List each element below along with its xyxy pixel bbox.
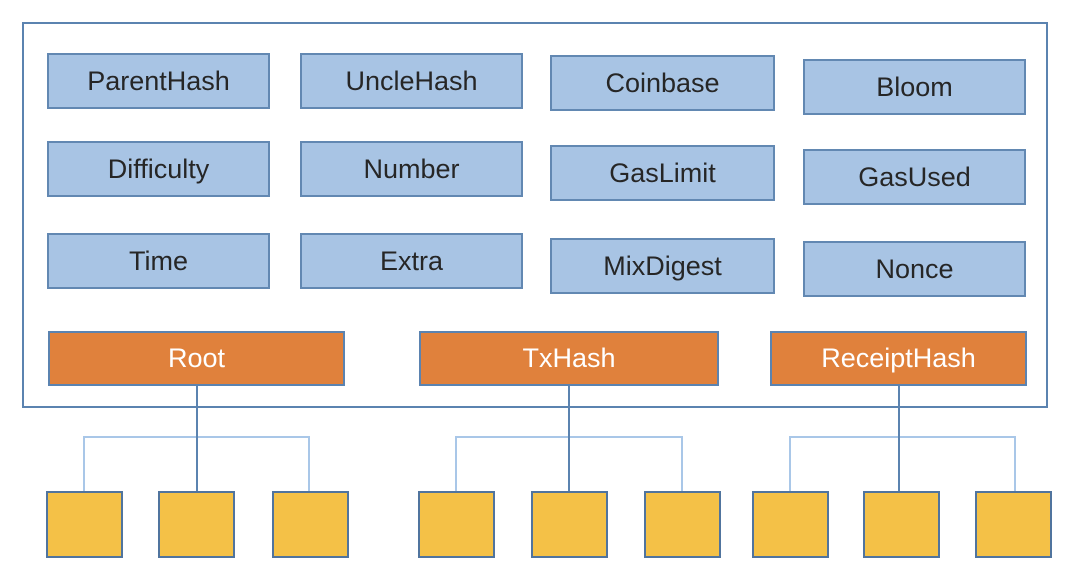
leaf-node xyxy=(46,491,123,558)
field-coinbase: Coinbase xyxy=(550,55,775,111)
field-bloom: Bloom xyxy=(803,59,1026,115)
field-difficulty: Difficulty xyxy=(47,141,270,197)
field-receipthash: ReceiptHash xyxy=(770,331,1027,386)
field-mixdigest: MixDigest xyxy=(550,238,775,294)
field-gaslimit: GasLimit xyxy=(550,145,775,201)
field-extra: Extra xyxy=(300,233,523,289)
field-root: Root xyxy=(48,331,345,386)
connector-receipthash-children xyxy=(789,386,1016,491)
leaf-node xyxy=(644,491,721,558)
field-number: Number xyxy=(300,141,523,197)
field-parenthash: ParentHash xyxy=(47,53,270,109)
block-frame xyxy=(22,22,1048,408)
leaf-node xyxy=(752,491,829,558)
connector-root-children xyxy=(83,386,310,491)
leaf-node xyxy=(158,491,235,558)
field-gasused: GasUsed xyxy=(803,149,1026,205)
field-txhash: TxHash xyxy=(419,331,719,386)
leaf-node xyxy=(418,491,495,558)
field-time: Time xyxy=(47,233,270,289)
leaf-node xyxy=(863,491,940,558)
leaf-node xyxy=(975,491,1052,558)
leaf-node xyxy=(531,491,608,558)
leaf-node xyxy=(272,491,349,558)
field-nonce: Nonce xyxy=(803,241,1026,297)
connector-txhash-children xyxy=(455,386,683,491)
field-unclehash: UncleHash xyxy=(300,53,523,109)
